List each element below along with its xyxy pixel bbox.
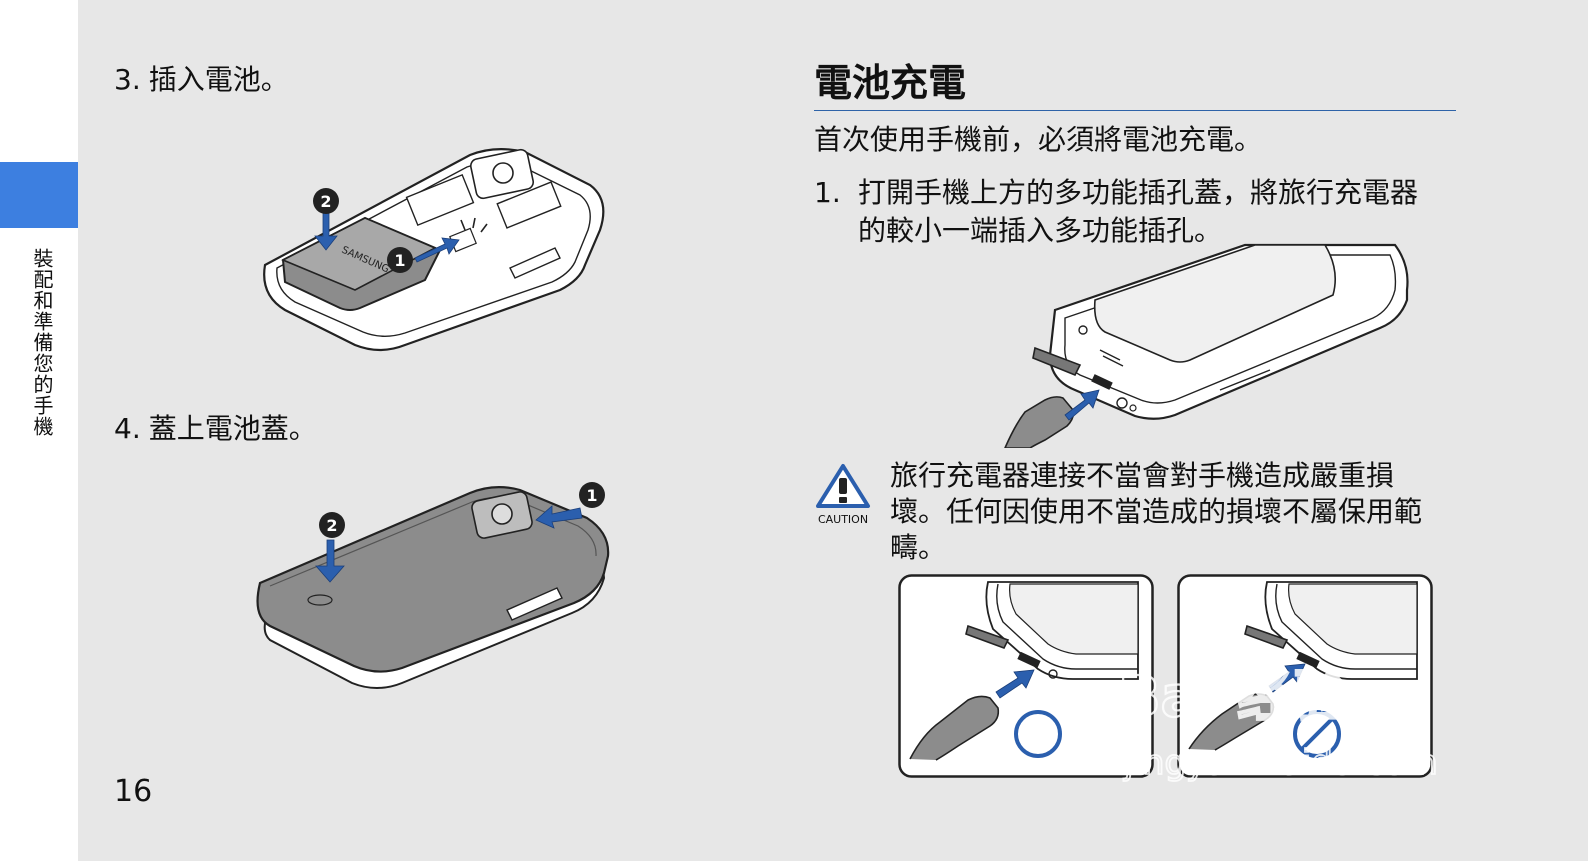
intro-text: 首次使用手機前，必須將電池充電。 (814, 123, 1263, 156)
step-4-number: 4. (114, 412, 141, 445)
page-number: 16 (114, 774, 153, 809)
watermark-url: jingyan.baidu.com (1123, 743, 1438, 783)
step-1: 1. 打開手機上方的多功能插孔蓋，將旅行充電器的較小一端插入多功能插孔。 (814, 174, 1434, 250)
battery-cover-illustration: 2 1 (256, 482, 610, 689)
step-4: 4.蓋上電池蓋。 (114, 411, 317, 447)
step-3: 3.插入電池。 (114, 62, 289, 98)
charger-connect-illustration (1004, 243, 1409, 448)
watermark-brand: Bai 经验 (1118, 665, 1349, 730)
svg-text:2: 2 (326, 516, 337, 535)
step-3-text: 插入電池。 (148, 63, 289, 96)
sidebar-tab (0, 162, 78, 228)
step-3-number: 3. (114, 63, 141, 96)
svg-text:2: 2 (320, 192, 331, 211)
correct-connection-illustration (898, 574, 1154, 778)
caution-text: 旅行充電器連接不當會對手機造成嚴重損壞。任何因使用不當造成的損壞不屬保用範疇。 (890, 459, 1423, 564)
section-title: 電池充電 (814, 60, 1456, 111)
caution-label: CAUTION (818, 513, 868, 526)
sidebar-label: 裝配和準備您的手機 (30, 248, 54, 437)
caution-icon: CAUTION (816, 464, 870, 526)
svg-text:1: 1 (586, 486, 597, 505)
step-4-text: 蓋上電池蓋。 (148, 412, 317, 445)
step-1-number: 1. (814, 176, 841, 209)
battery-insert-illustration: SAMSUNG 2 1 (263, 148, 605, 352)
step-1-text: 打開手機上方的多功能插孔蓋，將旅行充電器的較小一端插入多功能插孔。 (858, 176, 1419, 247)
baidu-watermark: Bai 经验 jingyan.baidu.com (1117, 664, 1439, 784)
incorrect-connection-illustration (1177, 574, 1433, 778)
sidebar (0, 0, 78, 861)
svg-text:1: 1 (394, 251, 405, 270)
